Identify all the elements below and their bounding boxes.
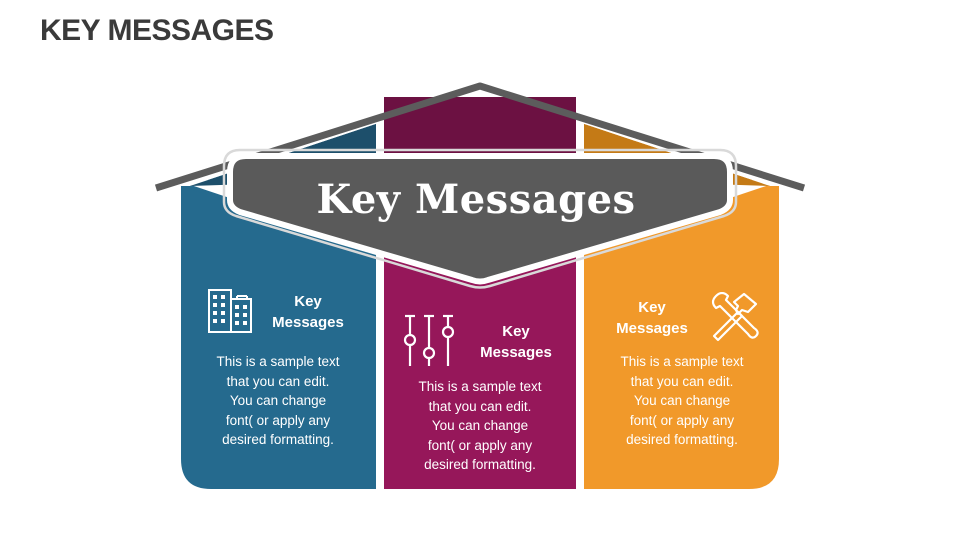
- column-3-body-line: font( or apply any: [629, 412, 735, 428]
- column-3-body: This is a sample text that you can edit.…: [590, 352, 774, 450]
- roof-mask-top: [376, 88, 584, 96]
- banner-title: Key Messages: [316, 176, 636, 223]
- column-2-heading: Key Messages: [470, 321, 562, 363]
- column-1-body-line: that you can edit.: [226, 373, 330, 389]
- column-3-heading: Key Messages: [606, 297, 698, 339]
- column-1-heading-line2: Messages: [272, 314, 344, 331]
- column-2-body-line: You can change: [431, 418, 529, 433]
- banner-shape: [227, 153, 733, 285]
- column-blue: [181, 186, 376, 489]
- column-3-body-line: desired formatting.: [626, 432, 738, 447]
- column-2-heading-line2: Messages: [480, 344, 552, 361]
- column-3-heading-line1: Key: [638, 299, 666, 316]
- column-1-body: This is a sample text that you can edit.…: [186, 352, 370, 450]
- column-3-heading-line2: Messages: [616, 320, 688, 337]
- column-2-body-line: that you can edit.: [428, 398, 532, 414]
- column-2-body-line: This is a sample text: [418, 379, 542, 394]
- banner-outline: [222, 148, 738, 289]
- column-1-heading: Key Messages: [262, 291, 354, 333]
- column-3-body-line: This is a sample text: [620, 354, 744, 369]
- column-1-body-line: This is a sample text: [216, 354, 340, 369]
- column-1-body-line: font( or apply any: [225, 412, 331, 428]
- slide-title: KEY MESSAGES: [40, 14, 274, 47]
- column-2-body: This is a sample text that you can edit.…: [388, 377, 572, 475]
- hammer-wrench-icon: [711, 292, 759, 342]
- column-2-body-line: desired formatting.: [424, 457, 536, 472]
- column-3-body-line: You can change: [633, 393, 731, 408]
- column-orange: [584, 186, 779, 489]
- column-2-heading-line1: Key: [502, 323, 530, 340]
- column-2-body-line: font( or apply any: [427, 437, 533, 453]
- column-1-heading-line1: Key: [294, 293, 322, 310]
- column-3-body-line: that you can edit.: [630, 373, 734, 389]
- column-1-body-line: You can change: [229, 393, 327, 408]
- office-building-icon: [208, 289, 252, 333]
- equalizer-sliders-icon: [403, 314, 455, 366]
- column-1-body-line: desired formatting.: [222, 432, 334, 447]
